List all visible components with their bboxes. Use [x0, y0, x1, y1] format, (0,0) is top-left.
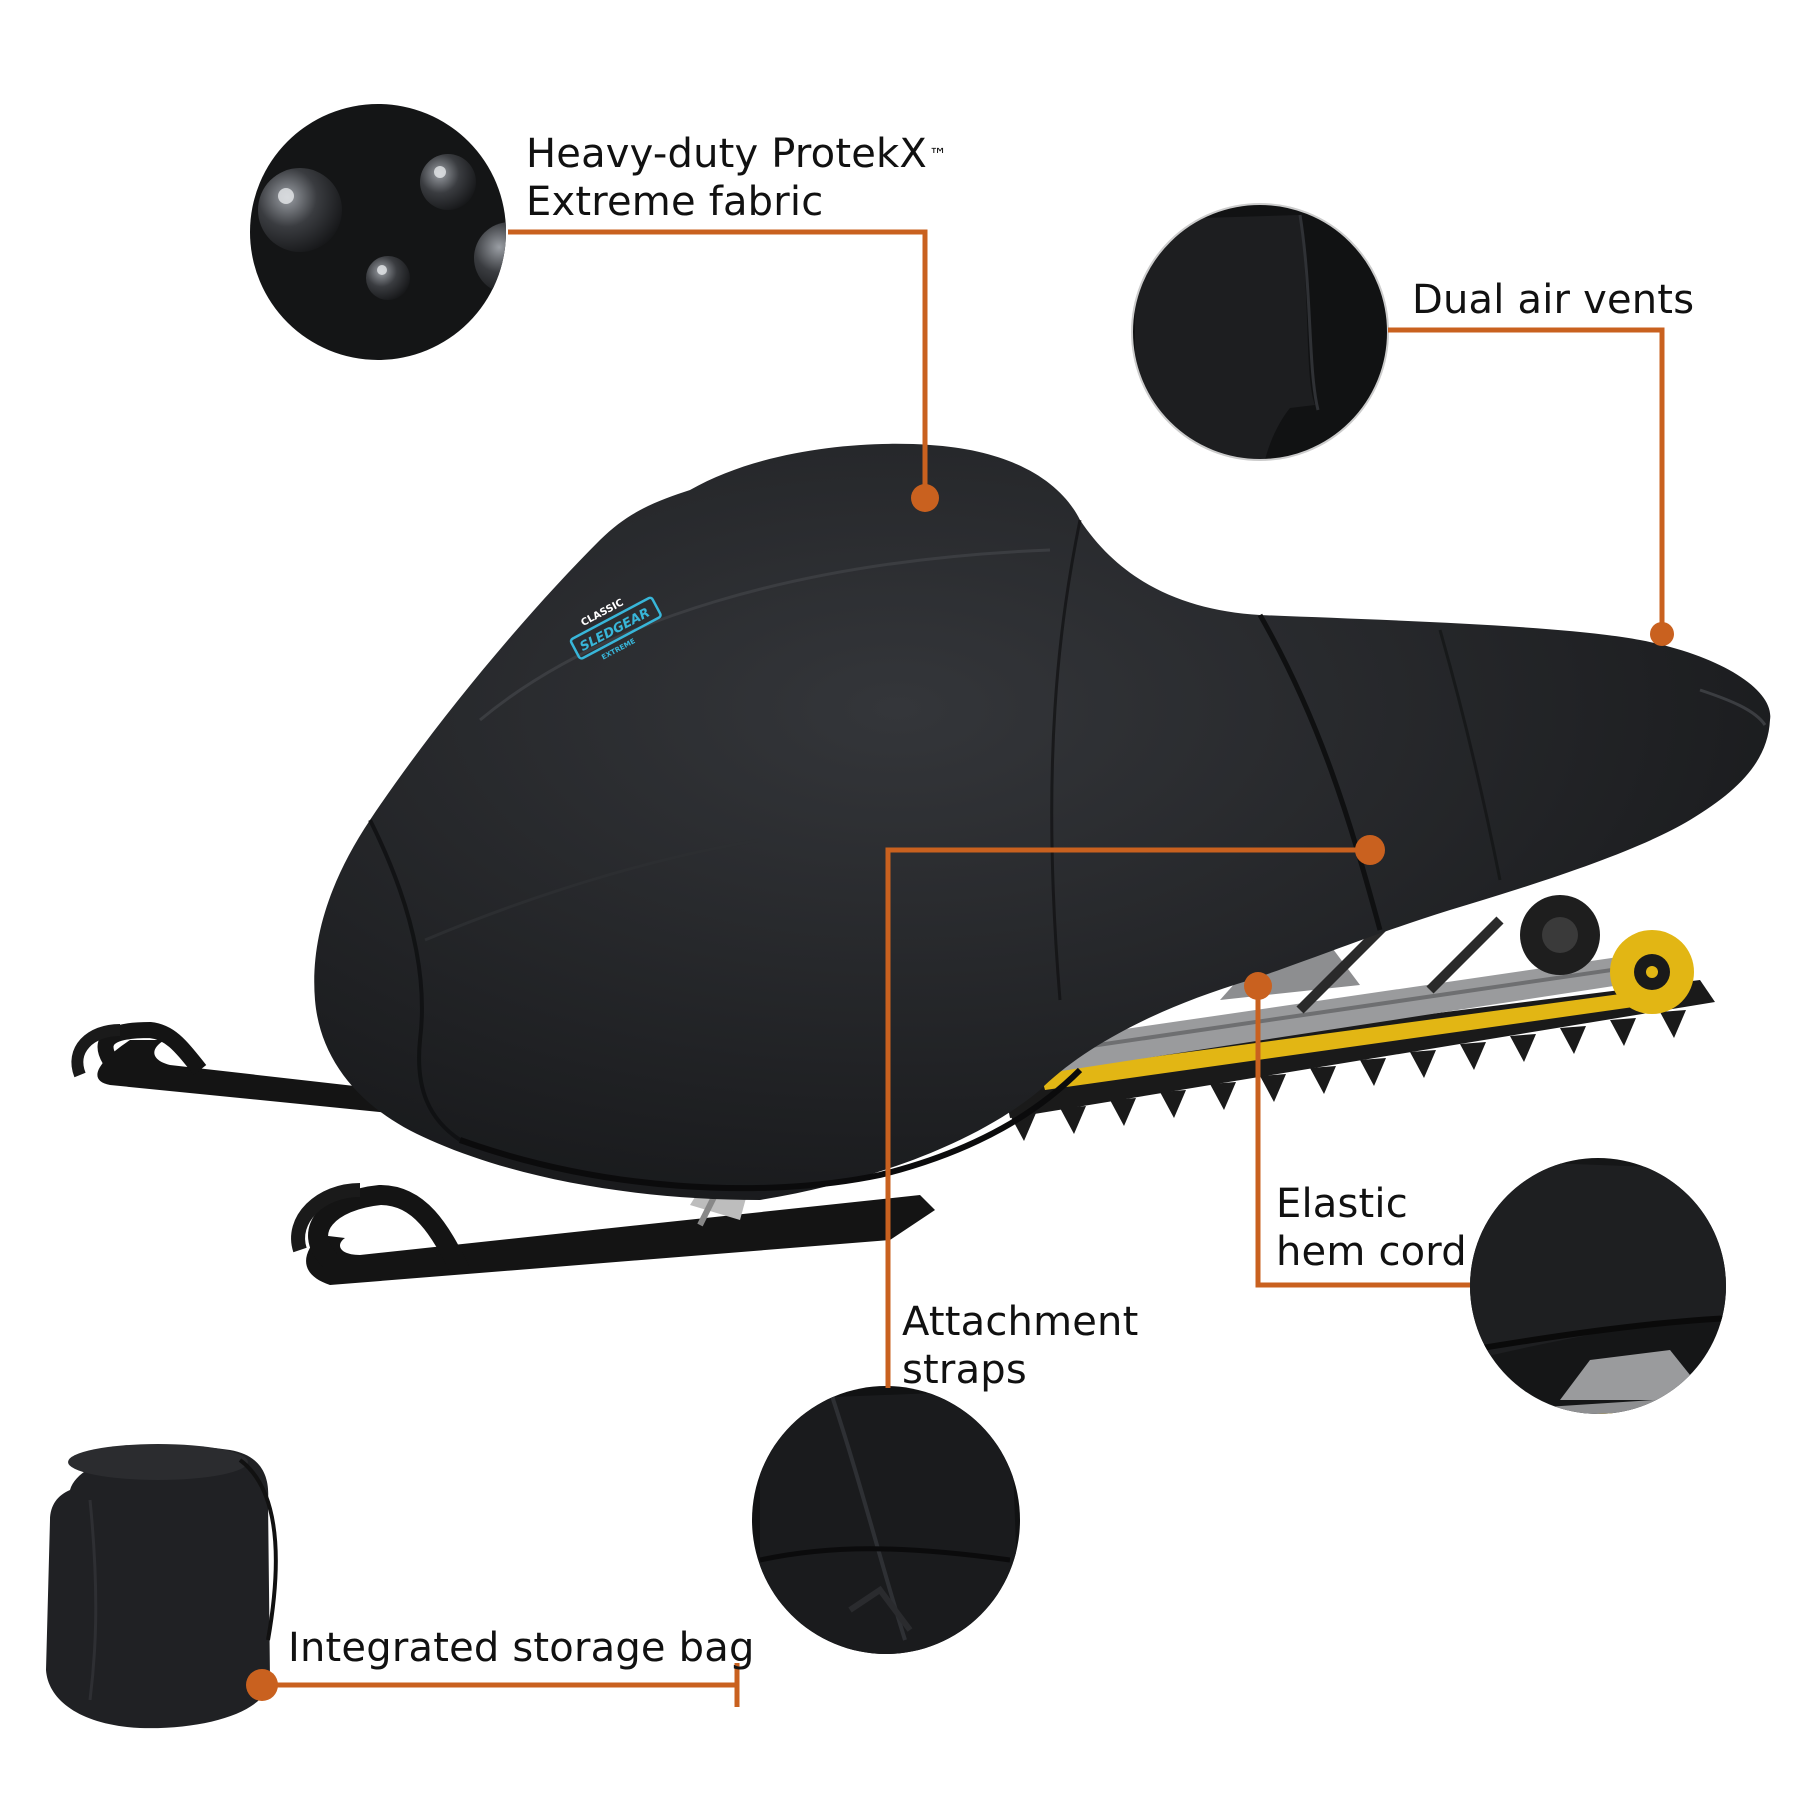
vents-leader-line [1388, 327, 1665, 634]
hem-callout-line1: Elastic [1276, 1181, 1408, 1227]
fabric-leader-line [508, 229, 928, 498]
callout-dots [246, 484, 1674, 1701]
trademark-symbol: ™ [929, 145, 948, 166]
hem-zoom-circle [1470, 1158, 1726, 1414]
straps-callout-line2: straps [902, 1347, 1027, 1393]
track-yellow-band [1040, 990, 1655, 1090]
track-assembly [1000, 895, 1715, 1141]
water-droplet [258, 168, 342, 252]
straps-callout: Attachment straps [902, 1298, 1139, 1394]
hem-callout: Elastic hem cord [1276, 1180, 1467, 1276]
water-droplet [474, 222, 506, 294]
hem-dot [1244, 972, 1272, 1000]
straps-dot [1355, 835, 1385, 865]
bag-dot [246, 1669, 278, 1701]
vents-dot [1650, 622, 1674, 646]
vents-callout: Dual air vents [1412, 276, 1694, 324]
vents-zoom-circle [1131, 203, 1389, 461]
leader-lines [262, 229, 1665, 1707]
fabric-name: Heavy-duty ProtekX [526, 131, 928, 177]
straps-zoom-circle [752, 1386, 1020, 1654]
bag-callout-line1: Integrated storage bag [288, 1625, 755, 1671]
hem-leader-line [1255, 986, 1470, 1288]
bag-callout: Integrated storage bag [288, 1624, 755, 1672]
rail [1050, 948, 1685, 1072]
fabric-callout-line2: Extreme fabric [526, 179, 824, 225]
fabric-zoom-circle [250, 104, 506, 360]
straps-leader-line [885, 847, 1370, 1388]
vents-callout-line1: Dual air vents [1412, 277, 1695, 323]
snowmobile-cover: CLASSIC SLEDGEAR EXTREME [314, 443, 1771, 1200]
water-droplet [420, 154, 476, 210]
hem-callout-line2: hem cord [1276, 1229, 1467, 1275]
straps-callout-line1: Attachment [902, 1299, 1139, 1345]
water-droplet [366, 256, 410, 300]
fabric-dot [911, 484, 939, 512]
storage-bag [46, 1444, 278, 1729]
